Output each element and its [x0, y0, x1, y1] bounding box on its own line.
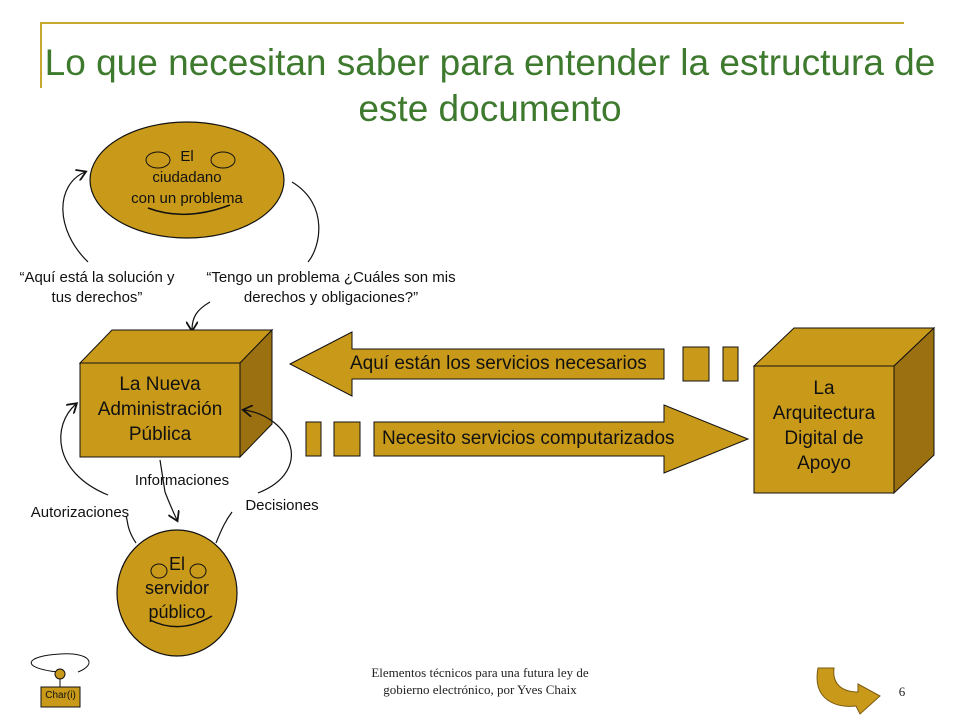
citizen-mouth — [147, 204, 231, 215]
arrow-decisiones-curve — [244, 410, 292, 494]
arrow-to-admin — [192, 301, 211, 330]
citizen-label: El ciudadano con un problema — [110, 146, 264, 209]
arrow-services-request — [373, 404, 750, 474]
citizen-eye-right — [210, 151, 236, 169]
label-decisiones: Decisiones — [245, 497, 319, 514]
servant-arc-right — [215, 511, 233, 544]
arch-line4: Apoyo — [797, 453, 851, 474]
arch-box-front — [753, 365, 895, 494]
citizen-line1: El — [180, 148, 194, 165]
title-rule-top — [40, 22, 904, 24]
servant-eye-right — [189, 563, 207, 579]
char-label: Char(i) — [45, 690, 76, 701]
arrow-solution-curve — [62, 172, 89, 263]
servant-arc-left — [125, 515, 137, 544]
arch-line3: Digital de — [784, 428, 864, 449]
quote-problem: “Tengo un problema ¿Cuáles son mis derec… — [206, 269, 456, 306]
footer-text: Elementos técnicos para una futura ley d… — [330, 664, 630, 698]
citizen-line3: con un problema — [131, 190, 243, 207]
page-number: 6 — [898, 684, 906, 699]
servant-label: El servidor público — [117, 552, 237, 624]
arrow-request-dash-2 — [333, 421, 361, 457]
admin-box-front — [79, 362, 241, 458]
title-rule-left — [40, 22, 42, 88]
label-informaciones: Informaciones — [134, 472, 230, 489]
services-back-label: Aquí están los servicios necesarios — [350, 353, 647, 374]
footer-line2: gobierno electrónico, por Yves Chaix — [383, 682, 577, 697]
servant-ellipse — [116, 529, 238, 657]
char-box — [40, 686, 81, 708]
arrow-services-back — [288, 331, 665, 397]
arch-line2: Arquitectura — [772, 403, 876, 424]
char-dot — [54, 668, 66, 680]
char-curve — [30, 653, 90, 673]
arrow-back-dash-1 — [682, 346, 710, 382]
citizen-ellipse — [89, 121, 285, 239]
arrow-request-dash-1 — [305, 421, 322, 457]
services-request-label: Necesito servicios computarizados — [382, 428, 675, 449]
arrow-back-dash-2 — [722, 346, 739, 382]
return-arrow-icon[interactable] — [816, 667, 881, 715]
footer-line1: Elementos técnicos para una futura ley d… — [371, 665, 589, 680]
label-autorizaciones: Autorizaciones — [30, 504, 130, 521]
arch-line1: La — [813, 378, 835, 399]
servant-line2: servidor — [144, 578, 210, 598]
servant-line3: público — [148, 602, 206, 622]
citizen-line2: ciudadano — [152, 169, 222, 186]
arrow-informaciones-line — [159, 459, 177, 520]
servant-eye-left — [150, 563, 168, 579]
quote-solution: “Aquí está la solución y tus derechos” — [19, 269, 175, 306]
admin-line3: Pública — [128, 424, 192, 445]
servant-line1: El — [168, 554, 185, 574]
arrow-problem-curve — [291, 181, 320, 263]
citizen-eye-left — [145, 151, 171, 169]
servant-mouth — [149, 615, 213, 628]
page-title: Lo que necesitan saber para entender la … — [44, 42, 936, 129]
arrow-autorizaciones-curve — [60, 404, 109, 496]
admin-line2: Administración — [97, 399, 223, 420]
admin-label: La Nueva Administración Pública — [80, 372, 240, 447]
arch-label: La Arquitectura Digital de Apoyo — [754, 376, 894, 476]
admin-box-top — [78, 329, 274, 364]
admin-line1: La Nueva — [119, 374, 201, 395]
